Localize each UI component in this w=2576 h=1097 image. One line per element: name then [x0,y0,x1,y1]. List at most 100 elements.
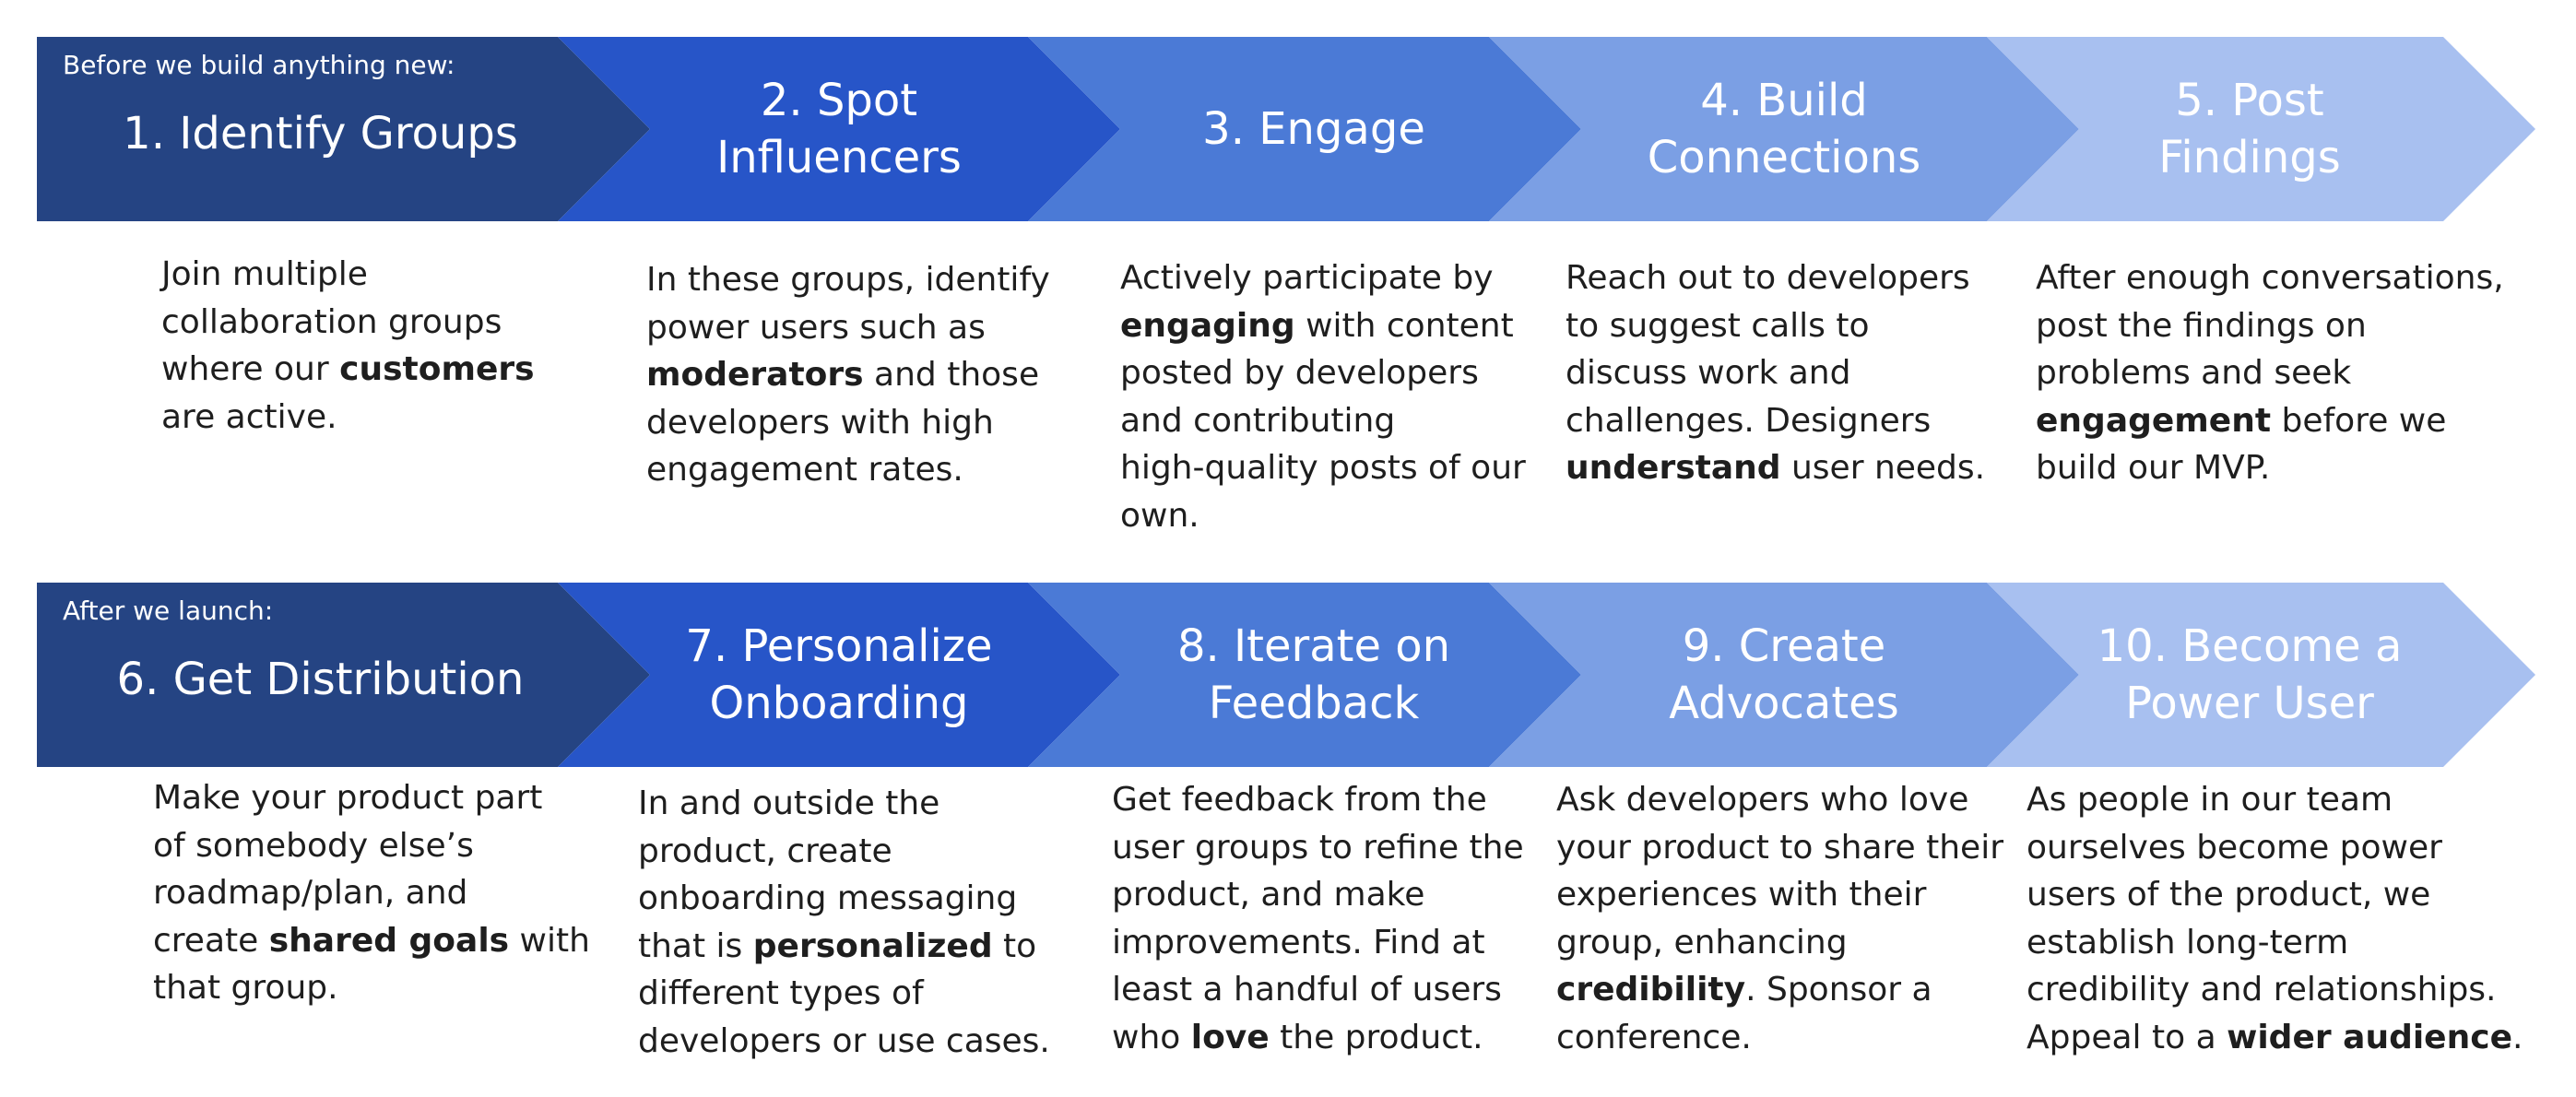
description-line: Ask developers who love [1556,776,2003,824]
description-text: . [2511,1018,2523,1056]
description-text: that is [638,926,753,965]
description-text: before we [2271,401,2447,440]
step-6-title: 6. Get Distribution [116,654,525,705]
description-line: problems and seek [2036,349,2504,397]
description-text: developers with high [646,403,994,442]
pre-build-row: Before we build anything new: 1. Identif… [37,37,2535,540]
description-text: improvements. Find at [1112,923,1485,961]
description-line: After enough conversations, [2036,254,2504,302]
emphasis-text: moderators [646,356,864,394]
description-text: developers or use cases. [638,1021,1050,1060]
description-text: As people in our team [2027,781,2393,819]
description-text: that group. [153,969,338,1007]
step-5-title: 5. Post Findings [2158,75,2341,183]
step-2-title: 2. Spot Influencers [716,75,962,183]
description-text: user groups to refine the [1112,828,1524,867]
step-10-title: 10. Become a Power User [2097,620,2403,729]
description-text: product, and make [1112,876,1425,914]
description-text: onboarding messaging [638,879,1018,917]
step-1-title: 1. Identify Groups [123,108,518,159]
emphasis-text: love [1190,1018,1270,1056]
description-line: As people in our team [2027,776,2523,824]
description-line: group, enhancing [1556,919,2003,967]
description-line: roadmap/plan, and [153,869,590,917]
description-text: group, enhancing [1556,923,1848,961]
description-text: Get feedback from the [1112,781,1487,819]
description-text: Join multiple [161,255,368,293]
pre-build-row-label: Before we build anything new: [63,50,455,80]
description-text: are active. [161,397,337,436]
description-text: with content [1294,306,1514,345]
description-text: power users such as [646,308,986,347]
step-5-description: After enough conversations,post the find… [2036,254,2504,492]
description-line: In these groups, identify [646,256,1050,304]
emphasis-text: customers [339,350,535,388]
description-text: the product. [1269,1018,1483,1056]
description-text: product, create [638,832,892,870]
step-2-description: In these groups, identify power users suc… [646,256,1050,494]
description-line: conference. [1556,1014,2003,1062]
description-text: After enough conversations, [2036,259,2504,297]
step-6-description: Make your product part of somebody else’s… [153,774,590,1012]
description-text: of somebody else’s [153,826,474,865]
description-line: different types of [638,970,1050,1018]
description-text: problems and seek [2036,354,2352,392]
description-line: improvements. Find at [1112,919,1524,967]
description-text: Make your product part [153,779,543,817]
emphasis-text: credibility [1556,971,1746,1009]
description-text: Appeal to a [2027,1018,2227,1056]
description-text: create [153,921,269,960]
description-line: engagement rates. [646,446,1050,494]
description-line: discuss work and [1566,349,1985,397]
description-text: to [992,926,1037,965]
description-line: credibility. Sponsor a [1556,966,2003,1014]
description-line: onboarding messaging [638,875,1050,923]
description-text: users of the product, we [2027,876,2431,914]
step-9-title: 9. Create Advocates [1669,620,1899,729]
description-line: who love the product. [1112,1014,1524,1062]
description-text: In and outside the [638,784,940,822]
step-8-arrow [1028,583,1581,767]
description-text: ourselves become power [2027,828,2442,867]
description-line: own. [1120,492,1526,540]
description-line: your product to share their [1556,824,2003,872]
description-line: Actively participate by [1120,254,1526,302]
description-text: engagement rates. [646,451,963,489]
description-text: roadmap/plan, and [153,874,468,912]
description-line: ourselves become power [2027,824,2523,872]
step-1-arrow [37,37,650,221]
description-text: different types of [638,974,924,1012]
step-2-arrow [558,37,1120,221]
description-line: developers with high [646,399,1050,447]
description-line: to suggest calls to [1566,302,1985,350]
description-line: experiences with their [1556,871,2003,919]
description-line: and contributing [1120,397,1526,445]
description-text: conference. [1556,1018,1752,1056]
description-text: who [1112,1018,1191,1056]
description-line: challenges. Designers [1566,397,1985,445]
description-line: build our MVP. [2036,444,2504,492]
description-line: developers or use cases. [638,1018,1050,1066]
description-line: credibility and relationships. [2027,966,2523,1014]
description-line: collaboration groups [161,299,535,347]
pre-build-arrow-band [37,37,2535,221]
step-7-description: In and outside the product, create onboard… [638,780,1050,1065]
description-text: experiences with their [1556,876,1927,914]
emphasis-text: understand [1566,449,1781,487]
description-text: high-quality posts of our [1120,449,1526,487]
step-9-arrow [1489,583,2079,767]
description-line: least a handful of users [1112,966,1524,1014]
description-text: discuss work and [1566,354,1851,392]
description-line: Make your product part [153,774,590,822]
description-text: user needs. [1780,449,1986,487]
description-text: your product to share their [1556,828,2003,867]
step-8-description: Get feedback from the user groups to refi… [1112,776,1524,1061]
description-line: Appeal to a wider audience. [2027,1014,2523,1062]
description-text: Ask developers who love [1556,781,1969,819]
description-text: where our [161,350,340,388]
description-line: understand user needs. [1566,444,1985,492]
description-text: and those [863,356,1040,394]
post-launch-arrow-band [37,583,2535,767]
description-line: that group. [153,964,590,1012]
description-text: posted by developers [1120,354,1479,392]
